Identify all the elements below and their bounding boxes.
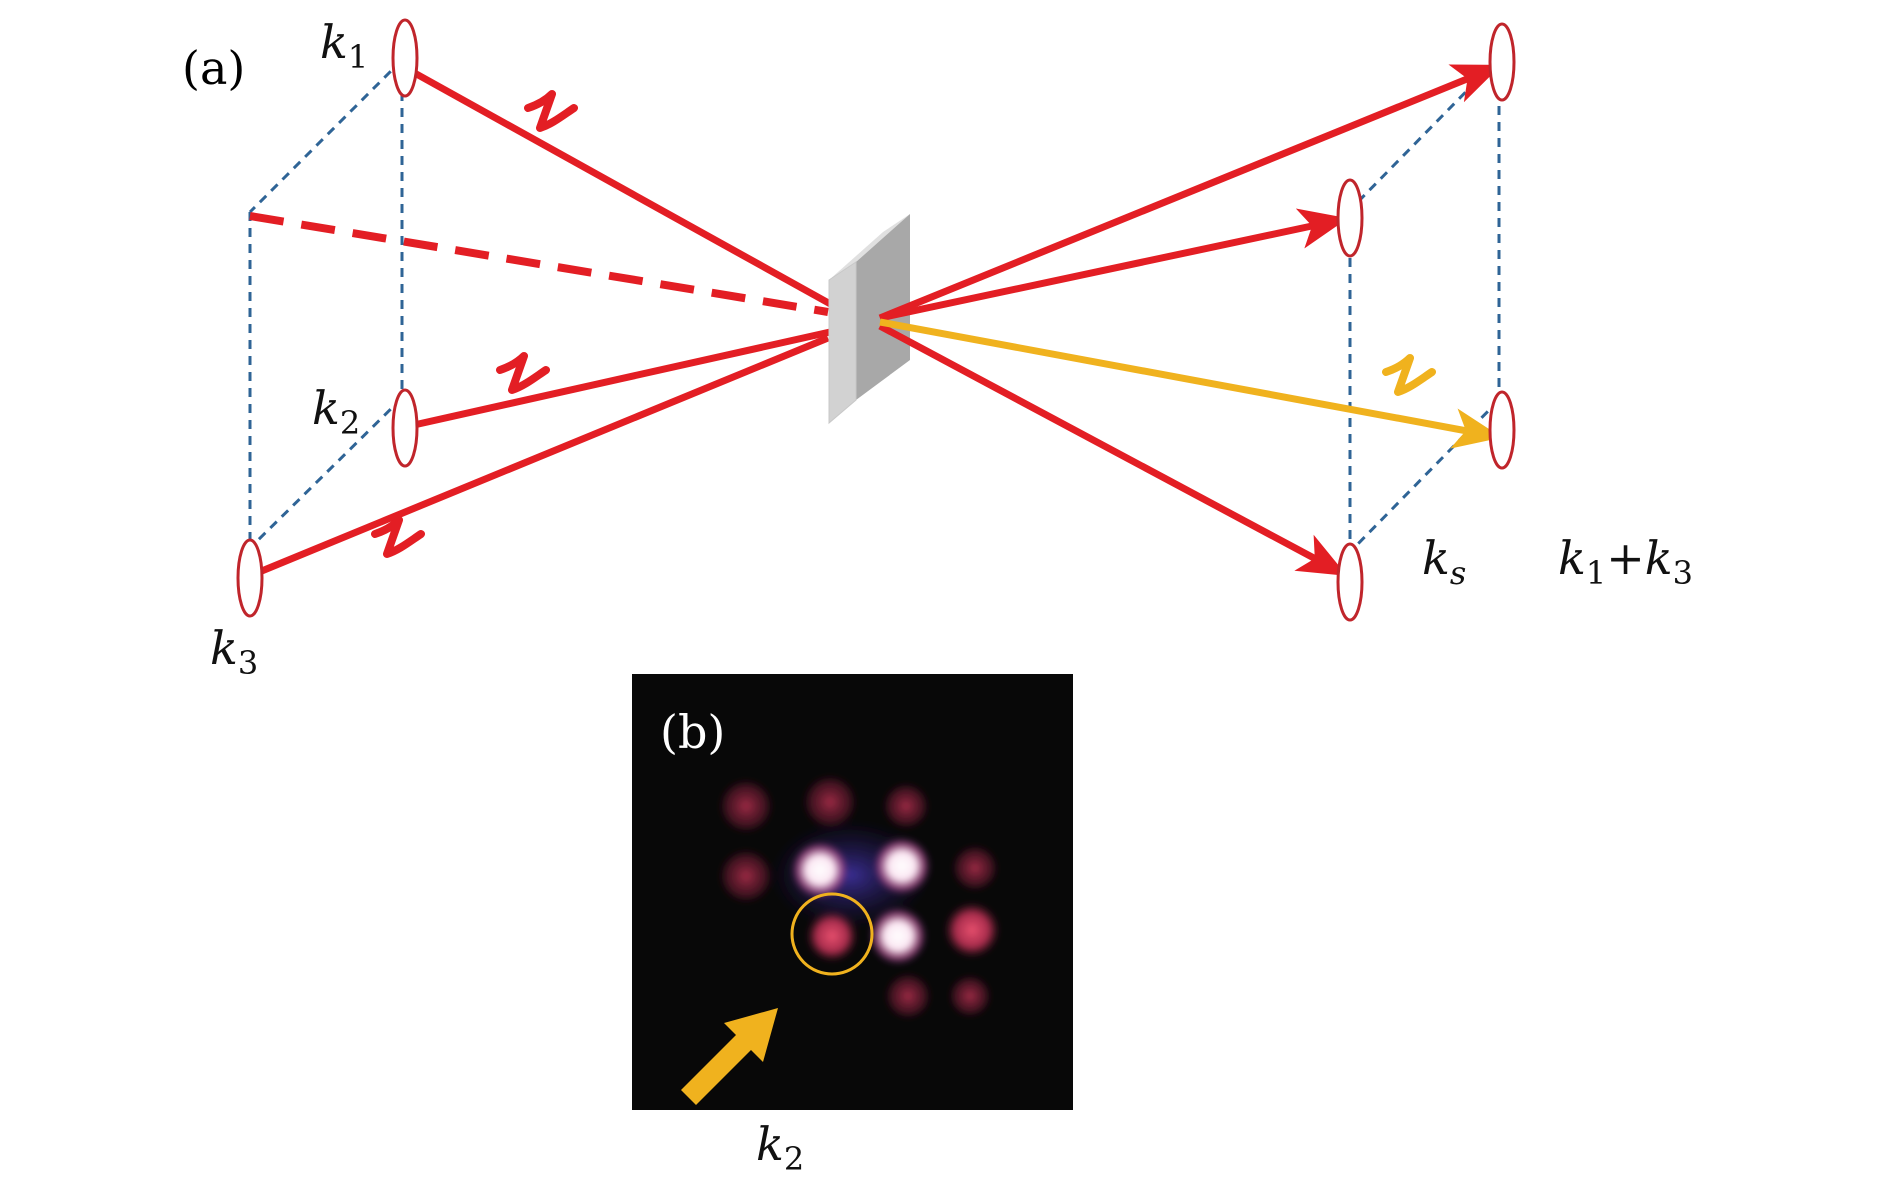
pulse-glyph-generated <box>1382 354 1436 396</box>
beam-k3 <box>250 334 830 579</box>
missing-beam-dashed <box>249 212 829 316</box>
ellipse-out-k1k3 <box>1488 390 1516 470</box>
label-k3: k3 <box>210 621 258 682</box>
pulse-glyph-k3 <box>371 516 425 558</box>
outgoing-beams <box>878 64 1503 576</box>
ellipse-out-top <box>1488 22 1516 102</box>
spot <box>718 848 774 904</box>
spot <box>882 782 930 830</box>
spot-k2 <box>806 910 858 962</box>
pointer-arrow-icon <box>681 1008 778 1105</box>
panel-b: (b) k2 <box>632 674 1073 1178</box>
beam-k2 <box>404 328 831 431</box>
spot <box>951 844 999 892</box>
bright-spot <box>790 840 850 900</box>
panel-b-label: (b) <box>660 705 725 759</box>
pulse-glyphs <box>371 90 1436 558</box>
ellipse-k2 <box>391 388 419 468</box>
ellipse-k1 <box>391 18 419 98</box>
ellipse-out-upper <box>1336 178 1364 258</box>
spot <box>802 774 858 830</box>
ellipse-out-ks <box>1336 542 1364 622</box>
ellipse-k3 <box>236 538 264 618</box>
crystal <box>828 214 910 425</box>
out-beam-ks <box>878 322 1348 576</box>
right-frame <box>1348 56 1501 554</box>
pulse-glyph-k2 <box>496 352 550 394</box>
out-beam-ks-upper <box>879 208 1348 322</box>
spot <box>944 902 1000 958</box>
bright-spot <box>868 906 928 966</box>
highlight-circle <box>790 892 874 976</box>
incoming-beams <box>250 62 836 579</box>
panel-a-label: (a) <box>182 41 245 95</box>
beam-k1 <box>400 62 836 310</box>
spot <box>884 972 932 1020</box>
spot <box>718 778 774 834</box>
spot-pattern <box>718 774 1000 1020</box>
out-beam-k1-side <box>878 64 1502 322</box>
label-k1: k1 <box>320 15 368 76</box>
label-ks: ks <box>1422 531 1466 592</box>
label-k1-plus-k3: k1+k3 <box>1558 531 1693 592</box>
beam-ellipses <box>236 18 1516 622</box>
left-frame <box>248 58 404 550</box>
bright-spot <box>872 836 932 896</box>
label-k2: k2 <box>312 381 360 442</box>
pulse-glyph-k1 <box>524 90 578 132</box>
label-k2-spot: k2 <box>756 1117 804 1178</box>
spot <box>948 974 992 1018</box>
panel-a: (a) <box>182 15 1693 682</box>
out-beam-generated <box>879 318 1503 449</box>
